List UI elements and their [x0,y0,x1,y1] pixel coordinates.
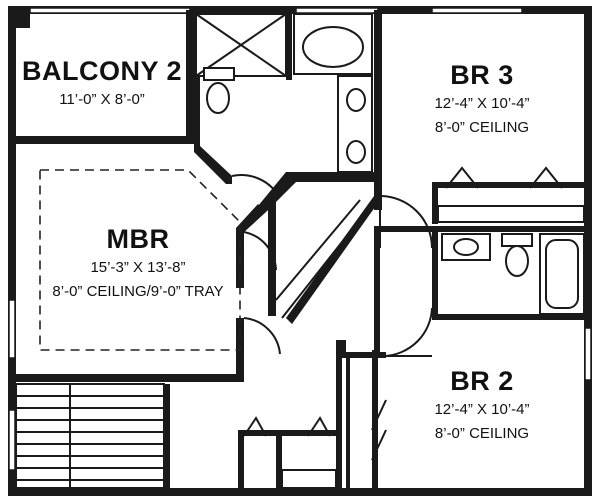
label-balcony-2: BALCONY 2 11’-0” X 8’-0” [22,56,182,108]
br3-dims: 12’-4” X 10’-4” [434,95,529,112]
br3-name: BR 3 [450,60,514,90]
mbr-lower-walls [12,360,244,382]
br3-walls [374,166,585,249]
mbr-dims: 15’-3” X 13’-8” [90,259,185,276]
label-mbr: MBR 15’-3” X 13’-8” 8’-0” CEILING/9’-0” … [52,224,223,300]
mbr-tray-ceiling [39,169,241,351]
label-br3: BR 3 12’-4” X 10’-4” 8’-0” CEILING [434,60,529,136]
mbr-name: MBR [107,224,170,254]
mbr-ceiling: 8’-0” CEILING/9’-0” TRAY [52,283,223,300]
staircase [15,383,170,489]
br3-ceiling: 8’-0” CEILING [435,119,529,136]
label-br2: BR 2 12’-4” X 10’-4” 8’-0” CEILING [434,366,529,442]
br2-dims: 12’-4” X 10’-4” [434,401,529,418]
linen-closets [238,416,337,496]
br2-name: BR 2 [450,366,514,396]
balcony-2-walls [12,10,194,144]
br2-walls [336,232,387,496]
br2-ceiling: 8’-0” CEILING [435,425,529,442]
master-bath-walls [194,8,382,212]
hall-bath [383,226,585,357]
balcony-2-dims: 11’-0” X 8’-0” [59,91,145,108]
balcony-2-name: BALCONY 2 [22,56,182,86]
